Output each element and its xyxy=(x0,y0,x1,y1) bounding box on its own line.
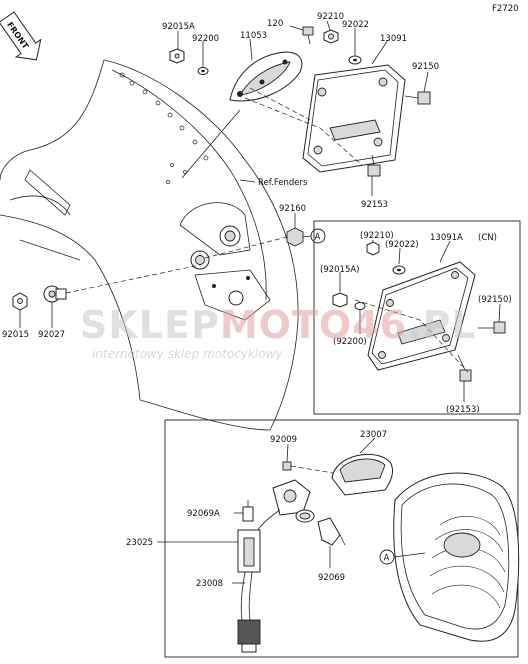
label-92200: 92200 xyxy=(192,34,219,44)
label-cn-92200: (92200) xyxy=(333,337,367,347)
bolt-92150 xyxy=(404,91,431,105)
svg-text:A: A xyxy=(315,233,321,243)
nut-92015 xyxy=(12,292,28,311)
label-92009: 92009 xyxy=(270,435,297,445)
washer-92022 xyxy=(348,55,362,65)
collar-92027 xyxy=(43,285,67,303)
bulb-92069 xyxy=(317,517,341,546)
label-92160: 92160 xyxy=(279,204,306,214)
cn-washer-92200 xyxy=(354,302,366,310)
wiring-harness-23008 xyxy=(237,509,281,653)
cn-license-plate-bracket xyxy=(367,261,476,371)
label-92069a: 92069A xyxy=(187,509,220,519)
washer-92200 xyxy=(197,67,209,75)
figure-code: F2720 xyxy=(492,4,519,14)
label-11053: 11053 xyxy=(240,31,267,41)
watermark: SKLEPMOTO46.PL internetowy sklep motocyk… xyxy=(80,303,477,361)
label-cn-92210: (92210) xyxy=(360,231,394,241)
cn-nut-92210 xyxy=(366,241,380,256)
label-92015: 92015 xyxy=(2,330,29,340)
callout-a-lower: A xyxy=(379,549,426,565)
label-cn-92150: (92150) xyxy=(478,295,512,305)
label-ref-fenders: Ref.Fenders xyxy=(258,178,308,188)
label-cn-92153: (92153) xyxy=(446,405,480,415)
label-92153: 92153 xyxy=(361,200,388,210)
label-23008: 23008 xyxy=(196,579,223,589)
label-92150: 92150 xyxy=(412,62,439,72)
label-92022: 92022 xyxy=(342,20,369,30)
label-cn: (CN) xyxy=(478,233,497,243)
label-92015a: 92015A xyxy=(162,22,195,32)
cn-bolt-92150 xyxy=(478,321,506,334)
bulb-socket xyxy=(272,479,315,523)
bracket-11053 xyxy=(229,51,303,102)
nut-92160 xyxy=(286,227,304,247)
label-120: 120 xyxy=(267,19,283,29)
label-23025: 23025 xyxy=(126,538,153,548)
nut-92210 xyxy=(323,29,339,44)
cn-variant-box xyxy=(313,220,521,415)
cn-nut-92015a xyxy=(332,292,348,308)
label-cn-92022: (92022) xyxy=(385,240,419,250)
lens-23007 xyxy=(331,453,393,496)
cn-bolt-92153 xyxy=(457,354,472,382)
bolt-92153 xyxy=(367,154,381,177)
label-92210: 92210 xyxy=(317,12,344,22)
watermark-tagline: internetowy sklep motocyklowy xyxy=(92,347,283,361)
label-cn-13091a: 13091A xyxy=(430,233,463,243)
watermark-brand: SKLEPMOTO46.PL xyxy=(80,303,477,347)
license-plate-bracket-13091 xyxy=(302,64,406,173)
nut-92015a xyxy=(169,48,185,64)
front-arrow-icon: FRONT xyxy=(0,11,42,61)
label-92069: 92069 xyxy=(318,573,345,583)
cn-washer-92022 xyxy=(392,265,406,275)
housing-23025 xyxy=(393,472,520,642)
callout-a-upper: A xyxy=(310,228,326,244)
rear-fender-outline xyxy=(0,59,299,431)
socket-92069a xyxy=(242,500,254,522)
label-23007: 23007 xyxy=(360,430,387,440)
bolt-120 xyxy=(302,26,314,45)
label-92027: 92027 xyxy=(38,330,65,340)
label-13091: 13091 xyxy=(380,34,407,44)
label-cn-92015a: (92015A) xyxy=(320,265,360,275)
svg-text:A: A xyxy=(384,554,390,564)
